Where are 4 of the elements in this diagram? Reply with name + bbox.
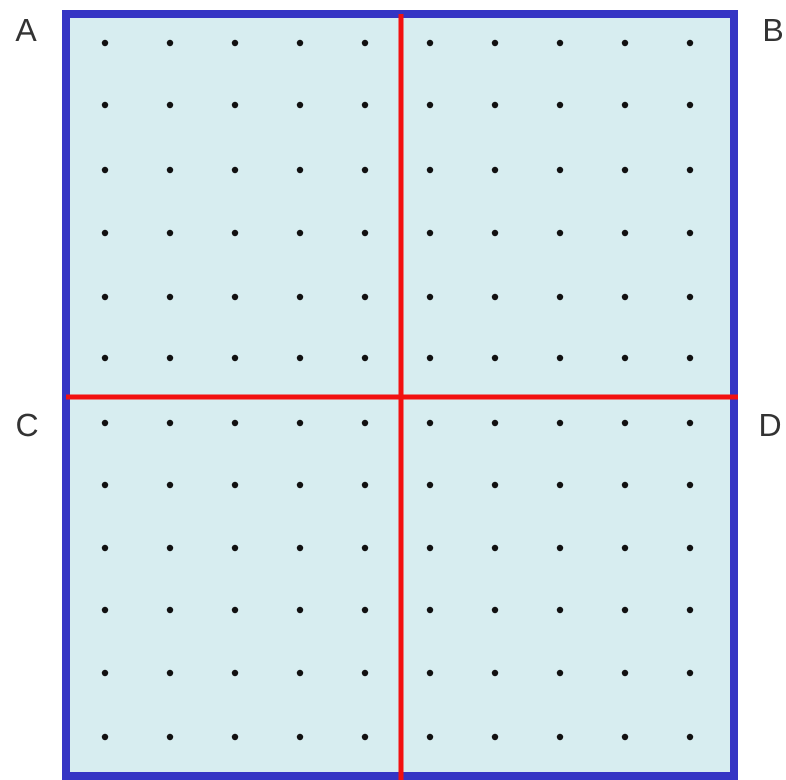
- corner-label: A: [15, 14, 37, 46]
- corner-label: D: [758, 409, 782, 441]
- corner-label: C: [15, 409, 39, 441]
- corner-label: B: [762, 14, 784, 46]
